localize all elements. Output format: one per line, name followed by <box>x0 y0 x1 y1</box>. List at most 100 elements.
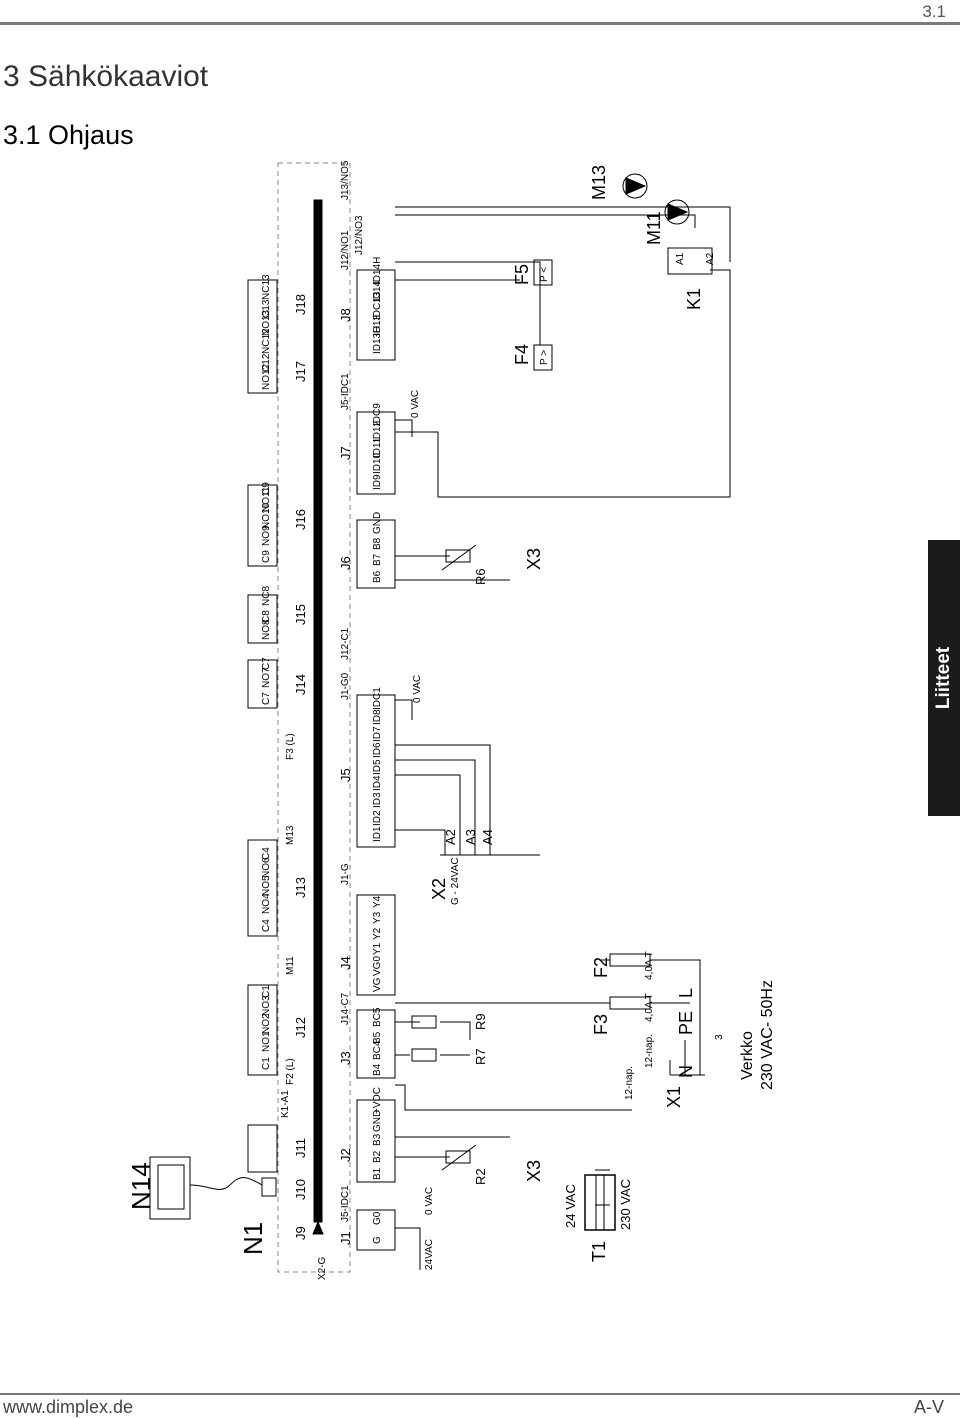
label-j13no5: J13/NO5 <box>340 160 351 200</box>
terminal: C9 <box>261 550 272 563</box>
connector-j18: J18 <box>293 294 308 315</box>
label-n: N <box>676 1065 696 1078</box>
label-f2-rating: 4,0A T <box>644 951 655 980</box>
terminal: NO4 <box>261 893 272 914</box>
terminal: NO12 <box>261 363 272 390</box>
terminal: NC12 <box>261 328 272 354</box>
label-k1a1: K1-A1 <box>280 1090 291 1118</box>
terminal: B6 <box>372 570 383 583</box>
terminal: ID10 <box>372 452 383 474</box>
terminal: BC5 <box>372 1007 383 1027</box>
label-x1: X1 <box>664 1086 684 1108</box>
terminal: Y4 <box>372 895 383 908</box>
terminal: NO5 <box>261 875 272 896</box>
terminal: C12 <box>261 353 272 372</box>
connector-j10: J10 <box>293 1179 308 1200</box>
terminal: NO11 <box>261 486 272 512</box>
label-pe: PE <box>676 1011 696 1035</box>
terminal: +VDC <box>372 1087 383 1114</box>
side-tab-label: Liitteet <box>933 646 954 710</box>
terminal: Y2 <box>372 927 383 940</box>
connector-j5: J5 <box>338 768 353 782</box>
terminal: ID13H <box>372 326 383 354</box>
label-m11: M11 <box>644 211 664 245</box>
label-x2-sub: G - 24VAC <box>450 857 461 905</box>
label-m13-top: M13 <box>285 825 296 845</box>
label-f5: F5 <box>512 264 532 285</box>
terminal: NO10 <box>261 502 272 529</box>
label-t1-primary: 230 VAC <box>618 1179 633 1230</box>
label-j1g0: J1-G0 <box>340 672 351 700</box>
label-a4: A4 <box>480 829 495 845</box>
label-f4-sym: P > <box>539 350 550 365</box>
terminal: ID3 <box>372 792 383 808</box>
label-a2: A2 <box>443 829 458 845</box>
label-0vac-2: 0 VAC <box>412 675 423 703</box>
terminal: Y1 <box>372 942 383 955</box>
terminal: ID12 <box>372 420 383 442</box>
footer-code: A-V <box>913 1397 944 1417</box>
label-f5-sym: P < <box>539 267 550 282</box>
terminal: NO1 <box>261 1031 272 1052</box>
label-k1-a1: A1 <box>675 252 686 265</box>
connector-j9: J9 <box>293 1226 308 1240</box>
label-j5idc1-right: J5-IDC1 <box>340 373 351 410</box>
connector-j14: J14 <box>293 674 308 695</box>
label-nap1: 12-nap. <box>644 1034 655 1068</box>
label-j12no1: J12/NO1 <box>340 230 351 270</box>
terminal: C8 <box>261 610 272 623</box>
terminal: NO9 <box>261 525 272 546</box>
terminal: NO2 <box>261 1013 272 1034</box>
label-f3l-top: F3 (L) <box>285 733 296 760</box>
label-x3-right: X3 <box>524 548 544 570</box>
label-t1-secondary: 24 VAC <box>563 1184 578 1228</box>
connector-j11: J11 <box>293 1138 308 1158</box>
connector-j16: J16 <box>293 509 308 530</box>
label-k1-a2: A2 <box>705 252 716 265</box>
terminal: C4 <box>261 919 272 932</box>
terminal: C9 <box>261 482 272 495</box>
label-m13: M13 <box>589 165 609 200</box>
terminal: VG0 <box>372 956 383 976</box>
terminal: VG <box>372 977 383 992</box>
footer-rule <box>0 1393 960 1395</box>
connector-j6: J6 <box>338 556 353 570</box>
terminal: Y3 <box>372 911 383 924</box>
connector-j1: J1 <box>338 1231 353 1245</box>
terminal: ID14H <box>372 257 383 285</box>
label-j12c1: J12-C1 <box>340 627 351 660</box>
terminal: B2 <box>372 1150 383 1163</box>
side-tab: Liitteet <box>928 540 960 816</box>
terminal: C1 <box>261 1057 272 1070</box>
label-a3: A3 <box>463 829 478 845</box>
connector-j2: J2 <box>338 1148 353 1162</box>
label-j14c7: J14-C7 <box>340 992 351 1025</box>
label-j1g: J1-G <box>340 863 351 885</box>
label-r6: R6 <box>473 568 488 585</box>
label-r7: R7 <box>473 1048 488 1065</box>
connector-j4: J4 <box>338 956 353 970</box>
terminal: IDC13 <box>372 291 383 320</box>
terminal: C7 <box>261 657 272 670</box>
terminal: ID1 <box>372 826 383 842</box>
label-t1: T1 <box>589 1241 609 1262</box>
label-r2: R2 <box>473 1168 488 1185</box>
terminal: B4 <box>372 1063 383 1076</box>
header-rule <box>0 22 960 25</box>
label-j5idc1-left: J5-IDC1 <box>340 1185 351 1222</box>
label-x3-left: X3 <box>524 1160 544 1182</box>
terminal: ID11 <box>372 437 383 458</box>
terminal: B1 <box>372 1167 383 1180</box>
terminal: C7 <box>261 692 272 705</box>
terminal: G <box>372 1236 383 1244</box>
terminal: NO7 <box>261 667 272 688</box>
terminal: ID9 <box>372 474 383 490</box>
terminal: NC8 <box>261 586 272 606</box>
terminal: GND <box>372 1110 383 1132</box>
terminal: ID5 <box>372 759 383 775</box>
label-f2l-top: F2 (L) <box>285 1058 296 1085</box>
connector-j7: J7 <box>338 446 353 460</box>
connector-j8: J8 <box>338 308 353 322</box>
terminal: B7 <box>372 553 383 566</box>
section-heading: 3.1 Ohjaus <box>3 120 134 150</box>
